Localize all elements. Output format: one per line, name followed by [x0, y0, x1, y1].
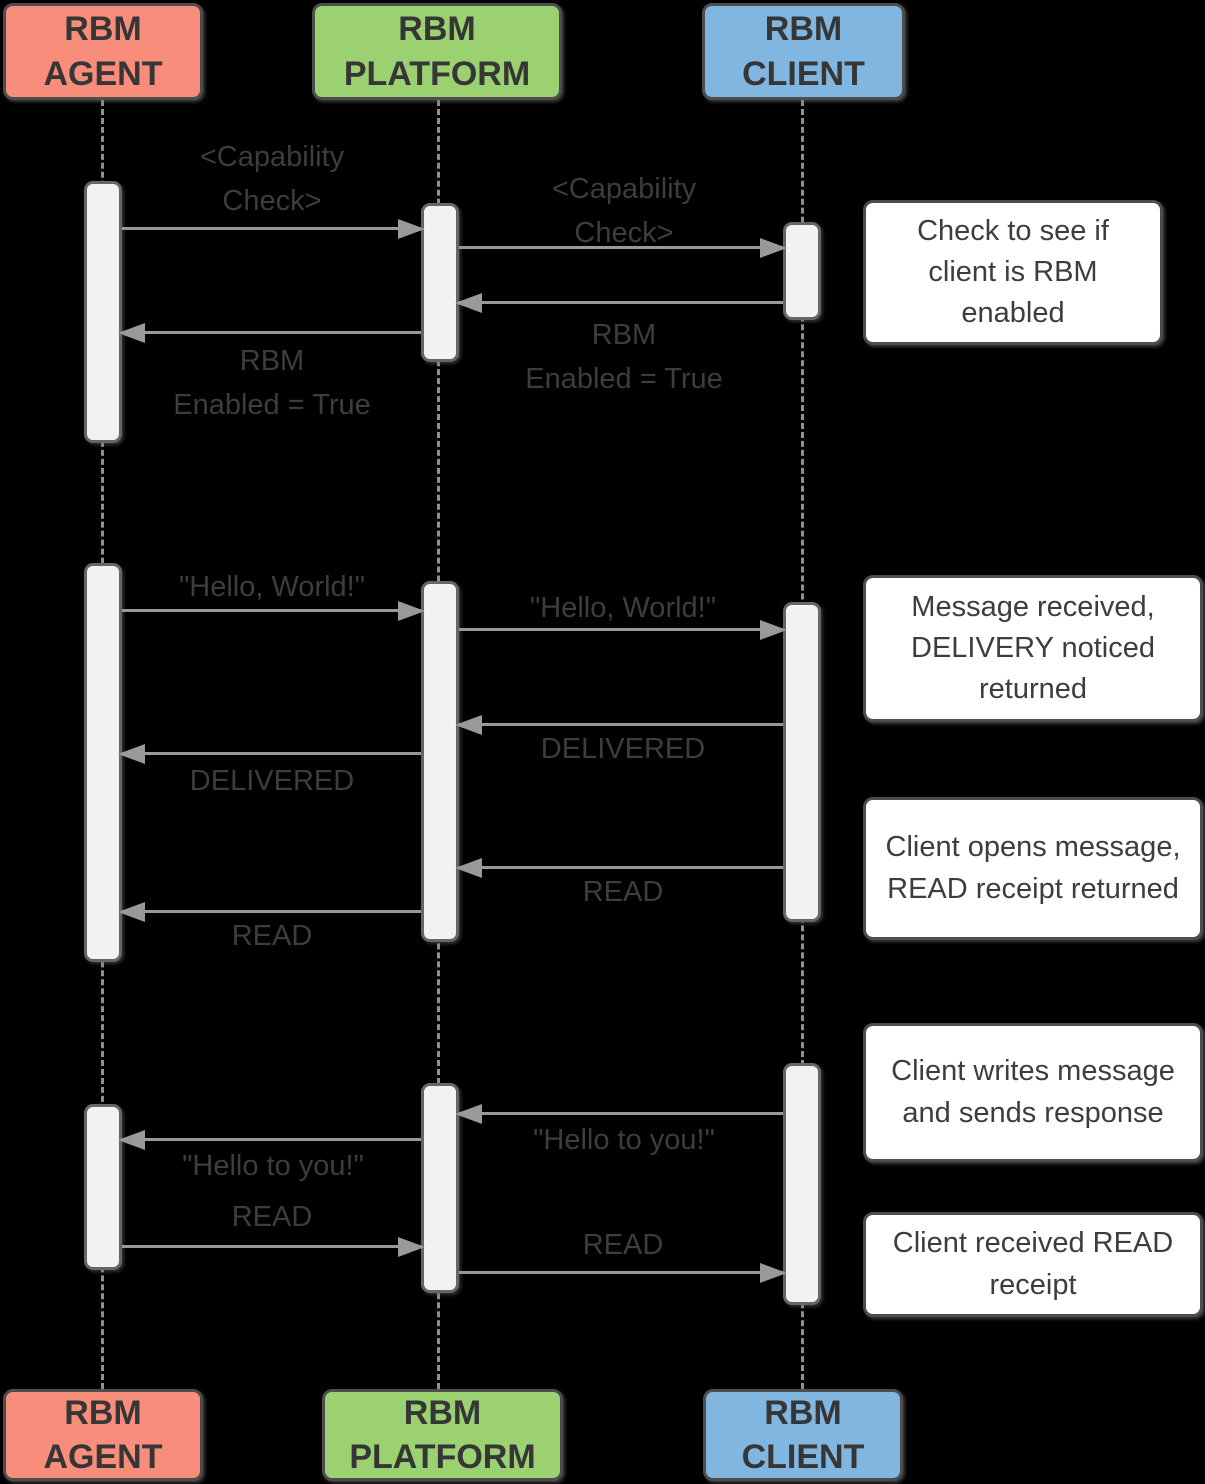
message-label-2: <Capability Check>	[551, 173, 697, 249]
message-arrow-2	[459, 237, 787, 258]
message-label-6: "Hello, World!"	[529, 592, 717, 624]
message-arrow-1	[122, 218, 425, 239]
message-label-14: READ	[582, 1229, 664, 1261]
arrowhead-right-icon	[398, 218, 425, 239]
message-arrow-9	[455, 857, 783, 878]
arrowhead-left-icon	[118, 322, 145, 343]
arrowhead-right-icon	[398, 600, 425, 621]
message-label-11: "Hello to you!"	[533, 1124, 715, 1156]
note-1: Check to see if client is RBM enabled	[863, 200, 1163, 345]
note-2: Message received, DELIVERY noticed retur…	[863, 575, 1203, 722]
message-arrow-12	[118, 1129, 421, 1150]
actor-box-platform-top: RBM PLATFORM	[312, 3, 562, 100]
activation-bar-platform-1	[421, 203, 459, 362]
arrowhead-left-icon	[118, 743, 145, 764]
message-arrow-3	[455, 292, 783, 313]
message-arrow-5	[122, 600, 425, 621]
arrowhead-right-icon	[760, 1262, 787, 1283]
message-arrow-11	[455, 1103, 783, 1124]
activation-bar-agent-2	[84, 563, 122, 962]
arrowhead-left-icon	[455, 1103, 482, 1124]
actor-box-agent-bottom: RBM AGENT	[3, 1389, 203, 1481]
message-label-1: <Capability Check>	[199, 141, 345, 217]
arrowhead-left-icon	[455, 292, 482, 313]
activation-bar-platform-3	[421, 1083, 459, 1293]
message-arrow-7	[455, 714, 783, 735]
message-label-13: READ	[231, 1201, 313, 1233]
arrowhead-right-icon	[760, 237, 787, 258]
note-4: Client writes message and sends response	[863, 1023, 1203, 1162]
message-label-8: DELIVERED	[189, 765, 355, 797]
note-3: Client opens message, READ receipt retur…	[863, 797, 1203, 940]
activation-bar-agent-1	[84, 181, 122, 443]
message-label-4: RBM Enabled = True	[173, 345, 371, 421]
activation-bar-agent-3	[84, 1104, 122, 1270]
arrowhead-left-icon	[118, 1129, 145, 1150]
arrowhead-left-icon	[455, 714, 482, 735]
message-arrow-13	[122, 1236, 425, 1257]
message-arrow-8	[118, 743, 421, 764]
arrowhead-right-icon	[398, 1236, 425, 1257]
activation-bar-client-1	[783, 222, 821, 320]
message-label-3: RBM Enabled = True	[525, 319, 723, 395]
message-label-10: READ	[231, 920, 313, 952]
activation-bar-client-3	[783, 1063, 821, 1305]
arrowhead-left-icon	[118, 901, 145, 922]
actor-box-client-bottom: RBM CLIENT	[703, 1389, 903, 1481]
actor-box-agent-top: RBM AGENT	[3, 3, 203, 100]
actor-box-client-top: RBM CLIENT	[702, 3, 905, 100]
actor-box-platform-bottom: RBM PLATFORM	[322, 1389, 563, 1481]
arrowhead-left-icon	[455, 857, 482, 878]
activation-bar-client-2	[783, 602, 821, 922]
message-label-9: READ	[582, 876, 664, 908]
note-5: Client received READ receipt	[863, 1212, 1203, 1317]
message-label-7: DELIVERED	[540, 733, 706, 765]
message-arrow-10	[118, 901, 421, 922]
message-label-5: "Hello, World!"	[178, 571, 366, 603]
message-arrow-14	[459, 1262, 787, 1283]
message-arrow-4	[118, 322, 421, 343]
message-label-12: "Hello to you!"	[182, 1150, 364, 1182]
activation-bar-platform-2	[421, 581, 459, 942]
arrowhead-right-icon	[760, 619, 787, 640]
message-arrow-6	[459, 619, 787, 640]
